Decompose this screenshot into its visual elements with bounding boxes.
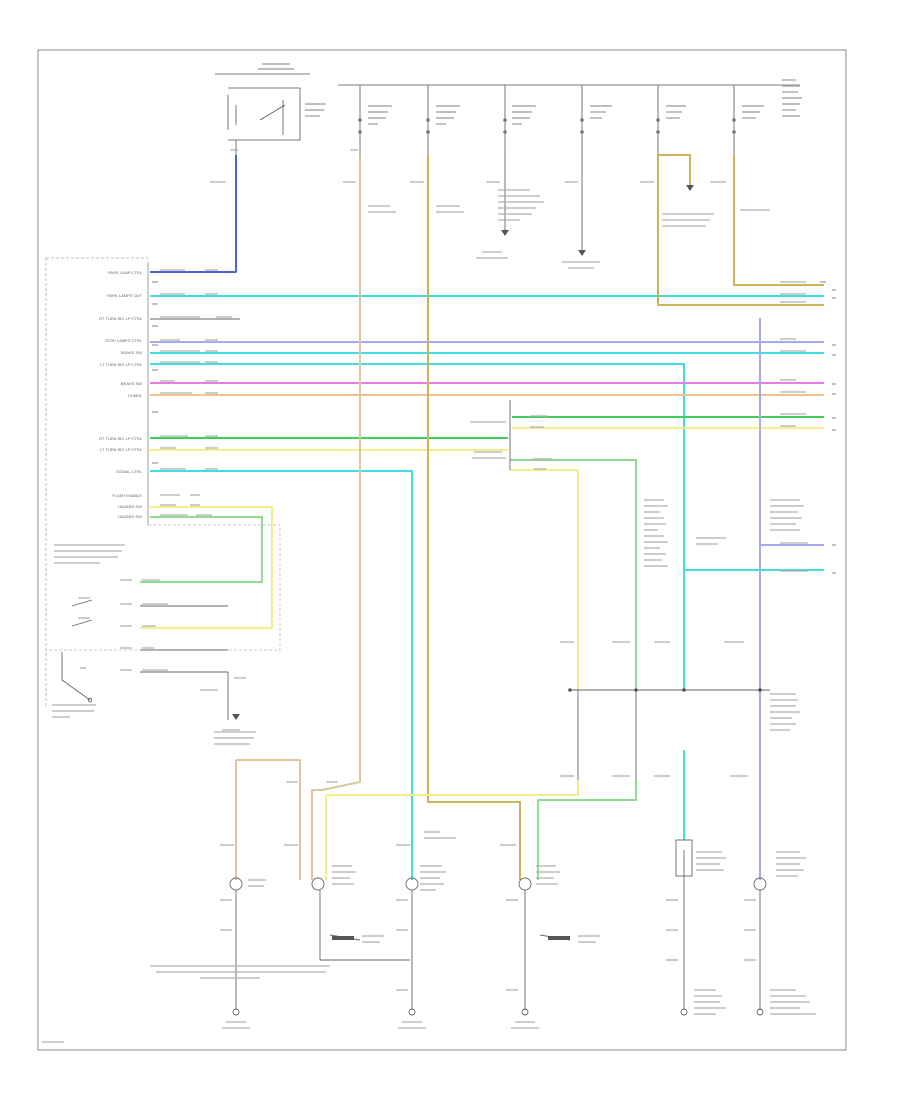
left-label-1: PARK LAMPS OUT	[107, 293, 142, 298]
wire-cyan-lower	[683, 569, 824, 840]
wire-lt-turn-cyan	[150, 363, 685, 690]
left-label-11: FLASH ENABLE	[112, 493, 142, 498]
ground-icon	[686, 185, 694, 191]
center-lamp-icon	[405, 877, 419, 891]
ground-point-icon	[408, 1008, 416, 1016]
chmsl-module-icon	[675, 839, 693, 877]
ground-point-icon	[232, 1008, 240, 1016]
fuse-text-marks	[258, 63, 802, 125]
wire-olive-right	[657, 154, 824, 306]
wire-tan-360	[311, 155, 361, 880]
ground-icon	[232, 714, 240, 720]
left-label-9: LT TURN SIG LP CTRL	[100, 447, 143, 452]
hazard-switch-icon	[87, 697, 93, 703]
ground-point-icon	[521, 1008, 529, 1016]
wire-yellow-center	[325, 469, 579, 880]
left-label-7: CHMSL	[128, 393, 143, 398]
label-text-marks	[42, 149, 816, 1043]
left-label-10: SIGNAL CTRL	[116, 469, 143, 474]
module-pin-marks	[152, 281, 836, 574]
wire-green-center	[510, 459, 637, 880]
left-stoplamp-icon	[229, 877, 243, 891]
left-label-13: HAZARD SW	[118, 514, 142, 519]
ground-icon	[578, 250, 586, 256]
hazard-switch	[61, 599, 93, 703]
ground-symbols	[232, 185, 694, 720]
ground-point-icon	[756, 1008, 764, 1016]
wire-hazard-tan	[140, 506, 273, 629]
wire-yellow-lt-turn	[150, 427, 824, 451]
wire-green-rt-turn	[150, 416, 824, 439]
left-label-2: RT TURN SIG LP CTRL	[99, 316, 143, 321]
left-tail-lamp-icon	[311, 877, 325, 891]
fuse-symbols	[358, 118, 736, 134]
left-label-3: STOP LAMPS CTRL	[105, 338, 143, 343]
wire-cyan-signal	[150, 470, 413, 880]
connector-blobs	[332, 688, 762, 940]
left-label-4: BRAKE SW	[121, 350, 142, 355]
lamp-symbols	[229, 839, 767, 1016]
left-label-0: PARK LAMP CTRL	[108, 270, 143, 275]
fuse-block	[215, 73, 800, 155]
splice-bus	[570, 689, 770, 780]
body-control-module	[45, 257, 281, 708]
wire-olive-428	[427, 155, 521, 880]
ground-icon	[501, 230, 509, 236]
wire-hazard-gray	[140, 605, 229, 720]
left-label-6: BRAKE SW	[121, 381, 142, 386]
left-label-12: HAZARD SW	[118, 504, 142, 509]
right-stoplamp-icon	[753, 877, 767, 891]
left-label-5: LT TURN SIG LP CTRL	[100, 362, 143, 367]
wire-blue	[150, 155, 237, 273]
wire-hazard-green	[140, 516, 263, 583]
ground-wires	[235, 155, 761, 1010]
right-tail-lamp-icon	[518, 877, 532, 891]
wire-tan-left	[235, 759, 301, 880]
diagram-border	[37, 49, 847, 1051]
ground-point-icon	[680, 1008, 688, 1016]
left-label-8: RT TURN SIG LP CTRL	[99, 436, 143, 441]
left-labels: PARK LAMP CTRL PARK LAMPS OUT RT TURN SI…	[99, 270, 143, 519]
